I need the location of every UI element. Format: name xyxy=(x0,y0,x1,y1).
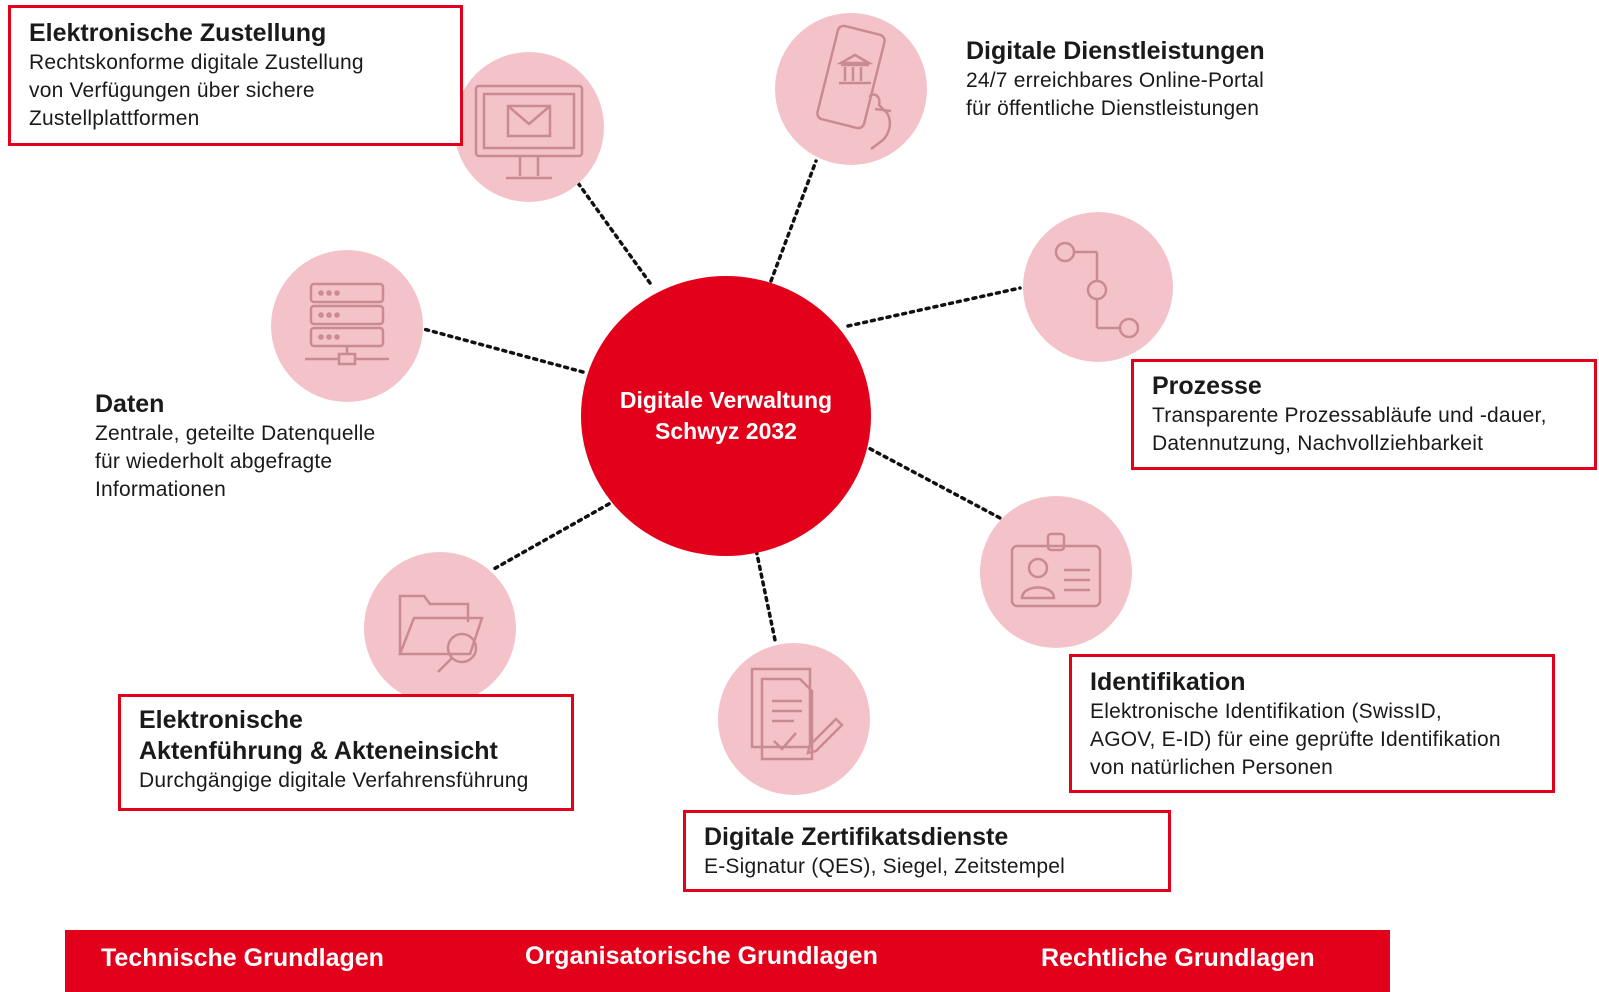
title-daten: Daten xyxy=(95,390,165,418)
title-dienstleistungen: Digitale Dienstleistungen xyxy=(966,37,1265,65)
label-zertifikatsdienste: Digitale Zertifikatsdienste E-Signatur (… xyxy=(683,810,1171,892)
title-aktenfuehrung-line1: Elektronische xyxy=(139,706,303,734)
desc-dienstleistungen-line1: 24/7 erreichbares Online-Portal xyxy=(966,69,1265,92)
desc-daten-line3: Informationen xyxy=(95,478,227,501)
desc-daten-line2: für wiederholt abgefragte xyxy=(95,450,333,473)
desc-daten-line1: Zentrale, geteilte Datenquelle xyxy=(95,422,376,445)
smartphone-bank-icon xyxy=(816,24,892,150)
title-identifikation: Identifikation xyxy=(1090,668,1246,696)
desc-prozesse-line1: Transparente Prozessabläufe und -dauer, xyxy=(1152,404,1547,427)
signed-document-icon xyxy=(750,667,844,761)
connector-daten xyxy=(418,326,585,374)
foundation-organizational: Organisatorische Grundlagen xyxy=(525,942,878,970)
title-zertifikatsdienste: Digitale Zertifikatsdienste xyxy=(704,823,1009,851)
connector-dienstleistungen xyxy=(769,159,818,283)
foundations-bar: Technische Grundlagen Organisatorische G… xyxy=(65,930,1390,992)
desc-zustellung-line1: Rechtskonforme digitale Zustellung xyxy=(29,51,364,74)
node-zertifikatsdienste xyxy=(718,643,870,795)
label-zustellung: Elektronische Zustellung Rechtskonforme … xyxy=(8,5,463,146)
desc-identifikation-line3: von natürlichen Personen xyxy=(1090,756,1333,779)
title-aktenfuehrung-line2: Aktenführung & Akteneinsicht xyxy=(139,737,498,765)
server-network-icon xyxy=(305,282,389,366)
connector-aktenfuehrung xyxy=(490,494,625,572)
center-title-line1: Digitale Verwaltung xyxy=(619,387,833,413)
node-daten xyxy=(271,250,423,402)
desc-prozesse-line2: Datennutzung, Nachvollziehbarkeit xyxy=(1152,432,1484,455)
title-prozesse: Prozesse xyxy=(1152,372,1262,400)
foundation-legal: Rechtliche Grundlagen xyxy=(1041,944,1315,972)
node-dienstleistungen xyxy=(775,13,927,165)
desc-identifikation-line1: Elektronische Identifikation (SwissID, xyxy=(1090,700,1442,723)
node-zustellung xyxy=(454,52,604,202)
desc-dienstleistungen-line2: für öffentliche Dienstleistungen xyxy=(966,97,1260,120)
label-dienstleistungen: Digitale Dienstleistungen 24/7 erreichba… xyxy=(966,36,1265,123)
desc-zustellung-line3: Zustellplattformen xyxy=(29,107,200,130)
node-prozesse xyxy=(1023,212,1173,362)
folder-search-icon xyxy=(398,594,484,673)
desc-zustellung-line2: von Verfügungen über sichere xyxy=(29,79,315,102)
node-identifikation xyxy=(980,496,1132,648)
foundation-technical: Technische Grundlagen xyxy=(101,944,384,972)
label-identifikation: Identifikation Elektronische Identifikat… xyxy=(1069,654,1555,793)
label-daten: Daten Zentrale, geteilte Datenquelle für… xyxy=(95,389,375,504)
desc-zertifikatsdienste-line1: E-Signatur (QES), Siegel, Zeitstempel xyxy=(704,855,1066,878)
node-aktenfuehrung xyxy=(364,552,516,704)
title-zustellung: Elektronische Zustellung xyxy=(29,19,327,47)
label-aktenfuehrung: Elektronische Aktenführung & Akteneinsic… xyxy=(118,694,574,811)
connector-prozesse xyxy=(846,286,1022,328)
id-card-icon xyxy=(1010,532,1102,608)
connector-zustellung xyxy=(576,181,652,285)
desc-aktenfuehrung-line1: Durchgängige digitale Verfahrensführung xyxy=(139,769,529,792)
desc-identifikation-line2: AGOV, E-ID) für eine geprüfte Identifika… xyxy=(1090,728,1501,751)
monitor-mail-icon xyxy=(474,84,584,180)
process-flow-icon xyxy=(1054,241,1140,339)
center-title-line2: Schwyz 2032 xyxy=(655,418,797,444)
connector-identifikation xyxy=(861,443,1002,520)
center-hub: Digitale Verwaltung Schwyz 2032 xyxy=(581,276,871,556)
label-prozesse: Prozesse Transparente Prozessabläufe und… xyxy=(1131,359,1597,470)
